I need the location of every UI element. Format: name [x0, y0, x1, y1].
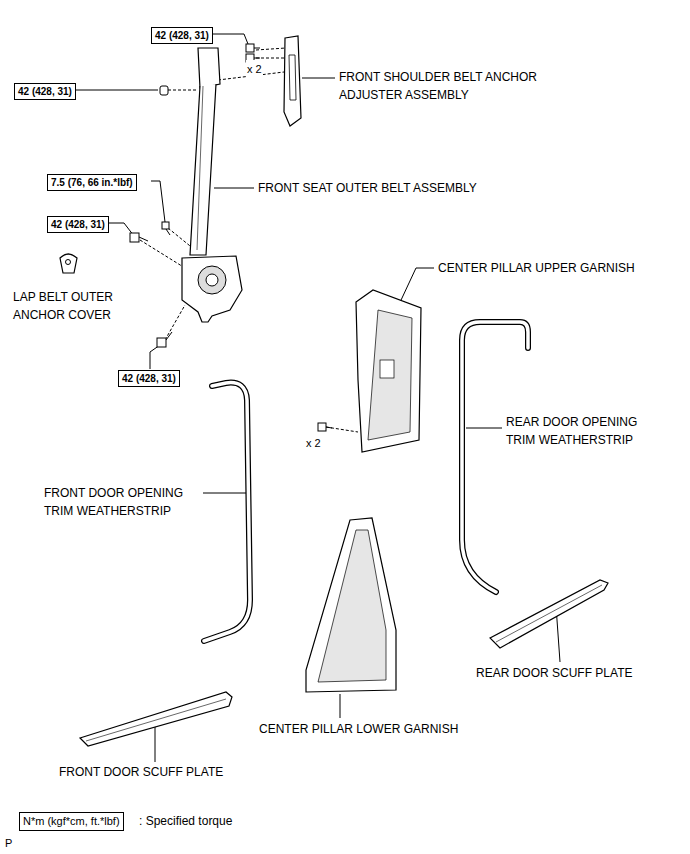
- quantity-note: x 2: [246, 60, 263, 78]
- leader-line: [203, 493, 248, 494]
- torque-value: 42 (428, 31): [18, 86, 72, 97]
- lower-garnish: [306, 518, 396, 692]
- anchor-cover: [60, 254, 77, 273]
- legend-note: : Specified torque: [138, 812, 233, 830]
- quantity-note: x 2: [305, 434, 322, 452]
- weatherstrip: [204, 383, 250, 641]
- leader-line: [151, 181, 165, 222]
- torque-box: 42 (428, 31): [151, 27, 213, 44]
- torque-box: 42 (428, 31): [14, 83, 76, 100]
- part-name: FRONT DOOR SCUFF PLATE: [58, 763, 224, 781]
- torque-box: 7.5 (76, 66 in.*lbf): [47, 174, 137, 191]
- leader-line: [75, 90, 158, 91]
- upper-garnish: [356, 290, 421, 452]
- scuff-plate: [80, 692, 232, 746]
- leader-line: [209, 34, 248, 44]
- leader-line: [155, 723, 156, 762]
- part-name: LAP BELT OUTER ANCHOR COVER: [12, 288, 118, 324]
- part-name: CENTER PILLAR LOWER GARNISH: [258, 720, 459, 738]
- leader-line: [340, 694, 341, 718]
- torque-value: 7.5 (76, 66 in.*lbf): [51, 177, 133, 188]
- belt-retractor: [182, 256, 242, 322]
- torque-value: 42 (428, 31): [122, 373, 176, 384]
- torque-value: N*m (kgf*cm, ft.*lbf): [23, 815, 120, 827]
- belt-webbing: [190, 84, 216, 255]
- torque-box: 42 (428, 31): [47, 216, 109, 233]
- part-name: REAR DOOR OPENING TRIM WEATHERSTRIP: [505, 413, 642, 449]
- torque-box: 42 (428, 31): [118, 370, 180, 387]
- leader-line: [302, 78, 335, 79]
- leader-line: [214, 188, 254, 189]
- leader-line: [466, 428, 502, 429]
- adjuster-bracket: [284, 36, 301, 126]
- part-name: FRONT SEAT OUTER BELT ASSEMBLY: [257, 179, 478, 197]
- part-name: FRONT DOOR OPENING TRIM WEATHERSTRIP: [43, 484, 188, 520]
- part-name: REAR DOOR SCUFF PLATE: [475, 664, 633, 682]
- torque-value: 42 (428, 31): [155, 30, 209, 41]
- part-name: FRONT SHOULDER BELT ANCHOR ADJUSTER ASSE…: [338, 68, 542, 104]
- torque-value: 42 (428, 31): [51, 219, 105, 230]
- torque-legend-box: N*m (kgf*cm, ft.*lbf): [19, 812, 124, 831]
- leader-line: [150, 345, 160, 369]
- scuff-plate: [490, 580, 608, 648]
- part-name: CENTER PILLAR UPPER GARNISH: [437, 259, 636, 277]
- belt-anchor: [198, 48, 220, 88]
- page-mark: P: [4, 834, 13, 852]
- weatherstrip: [462, 322, 528, 592]
